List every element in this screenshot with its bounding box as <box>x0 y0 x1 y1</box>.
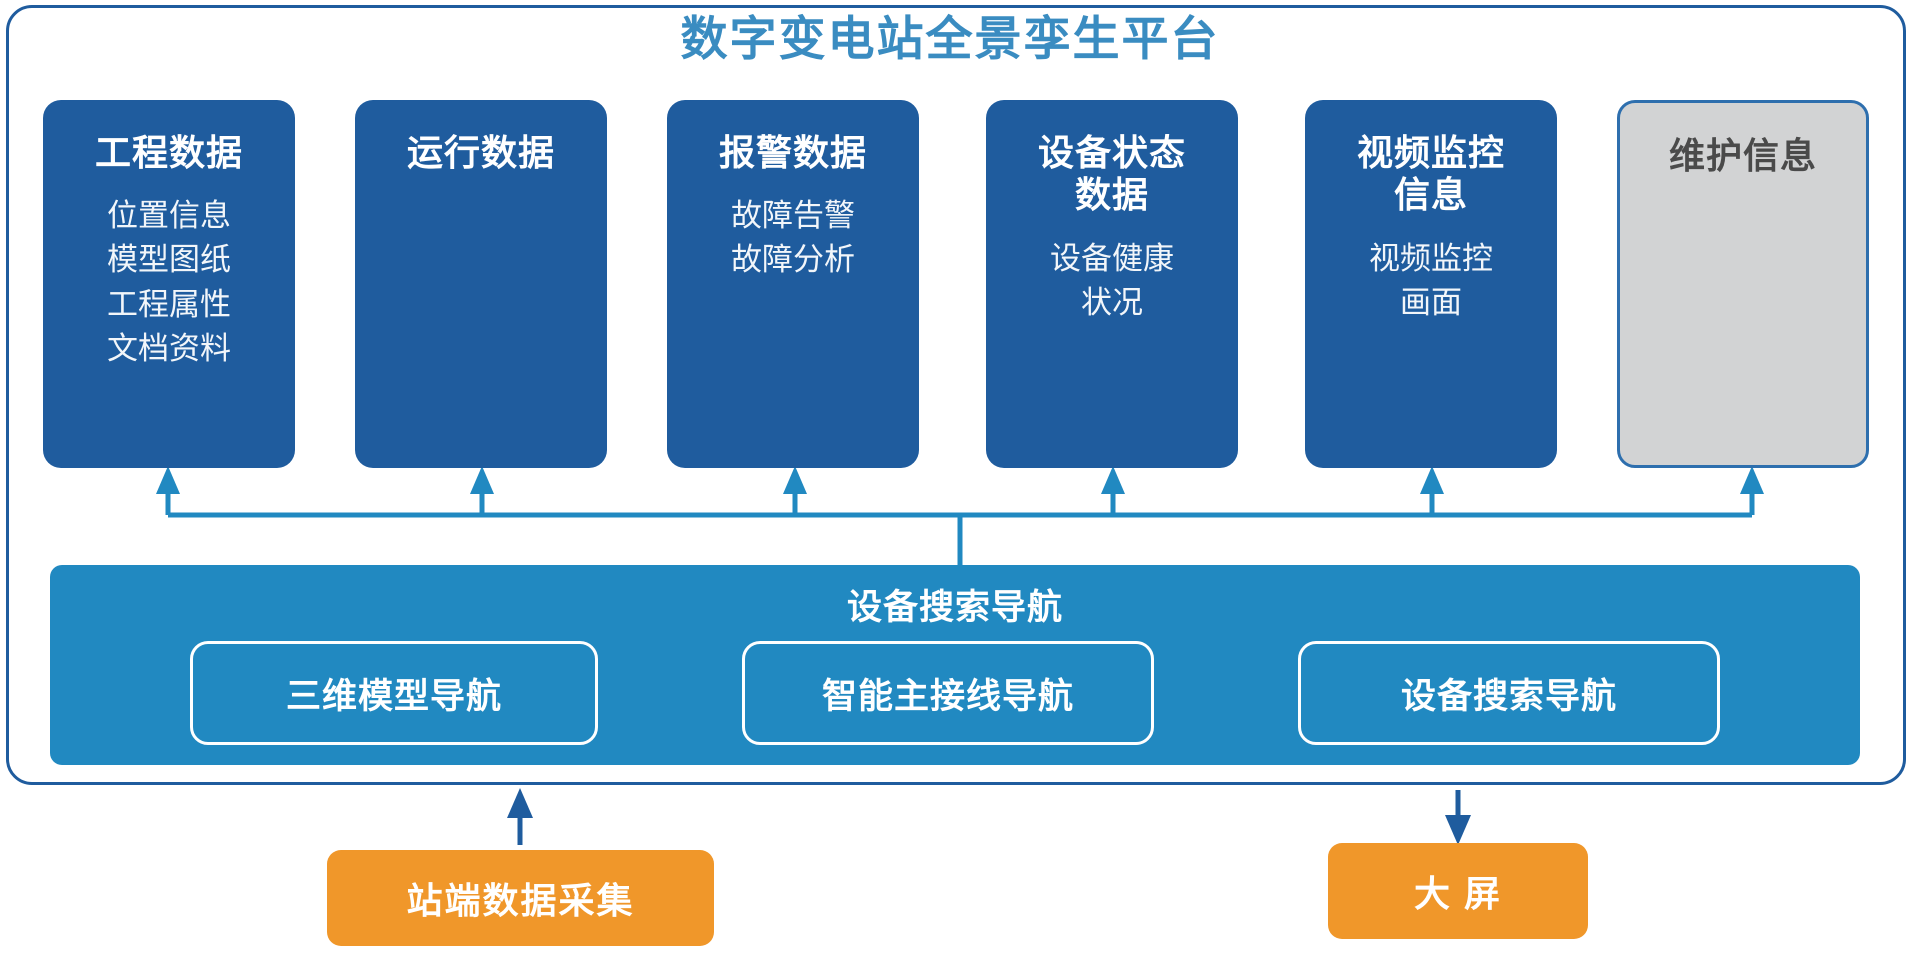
card-device-status-data[interactable]: 设备状态 数据 设备健康 状况 <box>986 100 1238 468</box>
card-item: 故障告警 <box>731 198 855 234</box>
card-item: 工程属性 <box>107 286 231 322</box>
card-item: 画面 <box>1400 284 1462 320</box>
card-item: 故障分析 <box>731 242 855 278</box>
nav-band-title: 设备搜索导航 <box>846 588 1063 627</box>
card-item-list: 故障告警 故障分析 <box>667 194 919 282</box>
page-title: 数字变电站全景孪生平台 <box>680 12 1220 65</box>
card-item: 文档资料 <box>107 330 231 366</box>
card-item: 位置信息 <box>107 198 231 234</box>
card-item: 视频监控 <box>1369 240 1493 276</box>
card-item: 模型图纸 <box>107 242 231 278</box>
card-alarm-data[interactable]: 报警数据 故障告警 故障分析 <box>667 100 919 468</box>
card-operation-data[interactable]: 运行数据 <box>355 100 607 468</box>
card-title: 工程数据 <box>94 132 243 173</box>
card-title: 报警数据 <box>718 132 867 173</box>
card-item: 状况 <box>1081 284 1143 320</box>
nav-button-3d-model[interactable]: 三维模型导航 <box>190 641 598 745</box>
nav-button-device-search[interactable]: 设备搜索导航 <box>1298 641 1720 745</box>
nav-button-smart-single-line[interactable]: 智能主接线导航 <box>742 641 1154 745</box>
card-item-list: 位置信息 模型图纸 工程属性 文档资料 <box>43 194 295 370</box>
card-title: 视频监控 信息 <box>1356 132 1505 216</box>
card-item-list: 设备健康 状况 <box>986 237 1238 325</box>
device-search-nav-band: 设备搜索导航 三维模型导航 智能主接线导航 设备搜索导航 <box>50 565 1860 765</box>
card-video-surveillance-info[interactable]: 视频监控 信息 视频监控 画面 <box>1305 100 1557 468</box>
card-engineering-data[interactable]: 工程数据 位置信息 模型图纸 工程属性 文档资料 <box>43 100 295 468</box>
card-title: 设备状态 数据 <box>1037 132 1186 216</box>
collect-arrowhead <box>507 788 533 818</box>
box-large-screen[interactable]: 大 屏 <box>1328 843 1588 939</box>
card-title: 运行数据 <box>406 132 555 173</box>
card-maintenance-info[interactable]: 维护信息 <box>1617 100 1869 468</box>
box-station-data-collection[interactable]: 站端数据采集 <box>327 850 714 946</box>
bigscreen-arrowhead <box>1445 815 1471 845</box>
card-title: 维护信息 <box>1668 135 1817 176</box>
card-item-list: 视频监控 画面 <box>1305 237 1557 325</box>
data-card-row: 工程数据 位置信息 模型图纸 工程属性 文档资料 运行数据 报警数据 故障告警 … <box>0 100 1900 472</box>
card-item: 设备健康 <box>1050 240 1174 276</box>
